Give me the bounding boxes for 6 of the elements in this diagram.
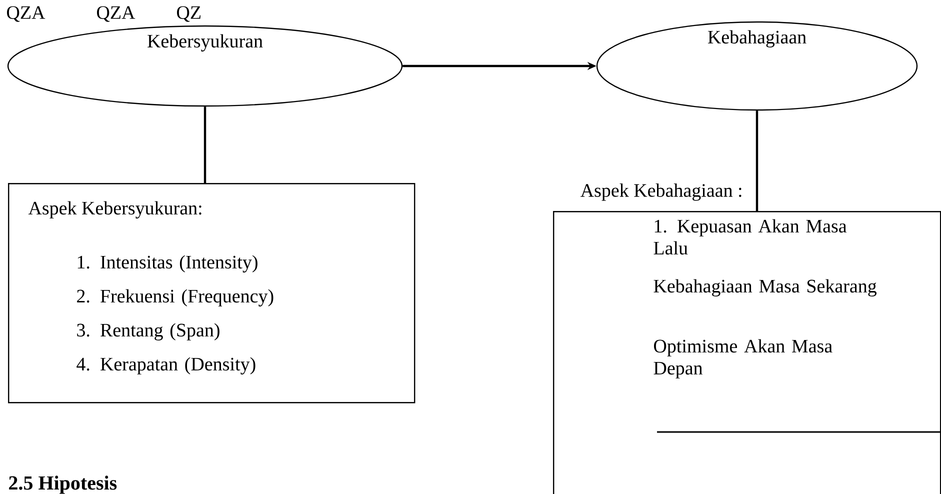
connector-line [204, 106, 206, 183]
text-box: Aspek Kebersyukuran: 1. Intensitas (Intensity) 2. Frekuensi (Frequency) 3. Rentang (Span) 4. Kerapatan (Density) [8, 183, 416, 404]
section-heading: 2.5 Hipotesis [9, 476, 117, 494]
node-label: Aspek Kebahagiaan : [580, 184, 742, 201]
connector-line [756, 110, 758, 211]
text-box: Aspek Kebahagiaan : 1. Kepuasan Akan Masa Lalu Kebahagiaan Masa Sekarang Optimisme Akan Masa Depan [553, 184, 941, 494]
